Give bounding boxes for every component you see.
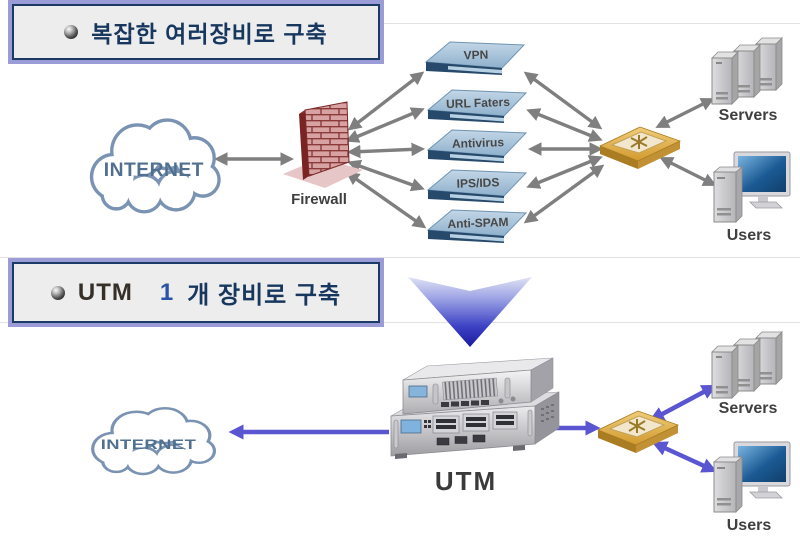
device-label: URL Faters: [445, 94, 511, 112]
arrow-switch2-servers: [648, 384, 718, 422]
users-label: Users: [726, 227, 772, 244]
device-antivirus: Antivirus: [426, 128, 530, 170]
arrow-firewall-antivirus: [346, 142, 426, 159]
arrow-antispam-switch: [523, 164, 605, 224]
device-label: Anti-SPAM: [447, 214, 509, 232]
appliance-icon: [426, 89, 528, 123]
bottom-title-count: 1: [159, 278, 175, 306]
arrow-urlfilter-switch: [526, 108, 603, 142]
appliance-icon: [426, 129, 528, 163]
divider-line: [0, 322, 800, 323]
internet-label: INTERNET: [104, 159, 204, 181]
top-section-title: 복잡한 여러장비로 구축: [12, 4, 380, 60]
sphere-bullet-icon: [64, 25, 79, 39]
arrow-switch-users: [659, 157, 717, 186]
users-label: Users: [726, 517, 772, 534]
switch-icon: [598, 126, 682, 169]
servers-icon: [711, 37, 783, 105]
divider-line: [0, 257, 800, 258]
device-label: IPS/IDS: [456, 175, 500, 191]
sphere-bullet-icon: [50, 285, 65, 300]
firewall-label: Firewall: [291, 191, 347, 208]
utm-label: UTM: [434, 466, 498, 496]
appliance-icon: [424, 41, 526, 75]
servers-icon: [711, 331, 783, 399]
switch-icon: [596, 410, 680, 453]
servers-label: Servers: [718, 107, 778, 124]
bottom-title-text: 개 장비로 구축: [187, 282, 342, 309]
firewall-base: [283, 158, 363, 188]
arrow-firewall-antispam: [345, 171, 427, 229]
arrow-switch2-users: [651, 441, 718, 473]
internet-cloud-icon: INTERNET: [91, 406, 217, 476]
bottom-section-title: UTM 1 개 장비로 구축: [12, 262, 380, 323]
arrow-vpn-switch: [523, 71, 603, 130]
device-url-filter: URL Faters: [426, 88, 530, 130]
internet-label: INTERNET: [101, 437, 197, 452]
device-label: Antivirus: [451, 135, 505, 151]
appliance-icon: [426, 209, 528, 243]
arrow-firewall-urlfilter: [345, 107, 425, 143]
users-icon: [712, 151, 791, 223]
transition-arrow-icon: [408, 277, 532, 347]
divider-line: [383, 23, 800, 24]
bottom-title-utm: UTM: [77, 278, 133, 306]
device-ips-ids: IPS/IDS: [426, 168, 530, 210]
appliance-icon: [426, 169, 528, 203]
internet-cloud-icon: INTERNET: [89, 118, 221, 214]
arrow-switch-servers: [655, 98, 715, 128]
firewall-icon: [283, 101, 363, 188]
arrow-ipsids-switch: [526, 155, 603, 189]
device-vpn: VPN: [424, 40, 528, 82]
servers-label: Servers: [718, 400, 778, 417]
users-icon: [712, 441, 791, 513]
device-anti-spam: Anti-SPAM: [426, 208, 530, 250]
device-label: VPN: [463, 47, 489, 63]
top-title-text: 복잡한 여러장비로 구축: [91, 21, 328, 47]
utm-device-icon: [390, 357, 560, 459]
